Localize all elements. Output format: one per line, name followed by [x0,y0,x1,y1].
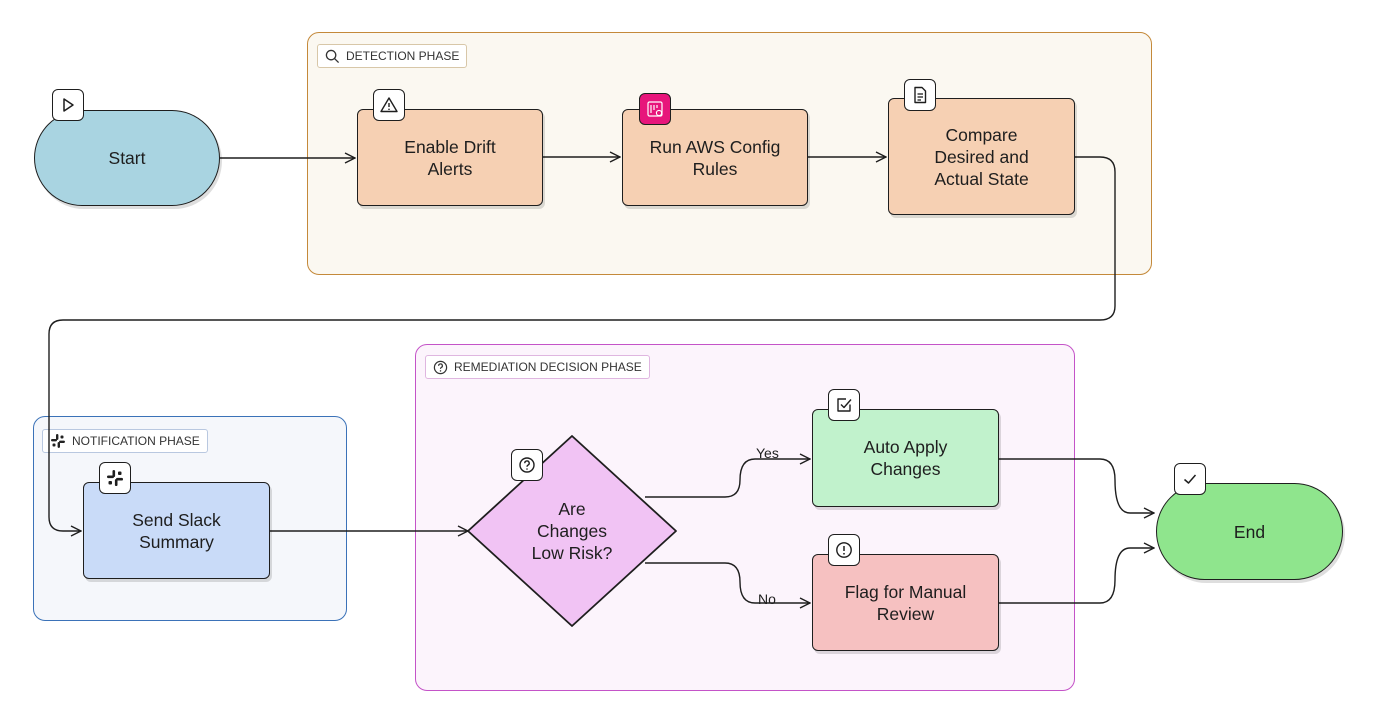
auto-apply-changes-node: Auto Apply Changes [812,409,999,507]
edge-auto-to-end [999,458,1154,513]
edge-flag-to-end [999,548,1154,604]
decision-diamond [467,435,677,627]
edge-compare-to-slack [48,156,1116,531]
warning-icon [373,89,405,121]
document-icon [904,79,936,111]
aws-config-icon [639,93,671,125]
detection-phase-title: DETECTION PHASE [346,49,460,63]
search-icon [325,49,340,63]
question-icon [433,360,448,374]
check-icon [1174,463,1206,495]
notification-phase-title: NOTIFICATION PHASE [72,434,200,448]
slack-icon [99,462,131,494]
alert-octagon-icon [828,534,860,566]
remediation-phase-title: REMEDIATION DECISION PHASE [454,360,642,374]
checkbox-icon [828,389,860,421]
slack-icon [51,434,65,448]
edge-label-no: No [758,591,776,607]
send-slack-summary-node: Send Slack Summary [83,482,270,579]
decision-node-label: Are Changes Low Risk? [531,499,613,563]
play-icon [52,89,84,121]
detection-phase-label: DETECTION PHASE [317,44,468,68]
compare-state-node: Compare Desired and Actual State [888,98,1075,215]
run-aws-config-rules-node: Run AWS Config Rules [622,109,808,206]
end-node: End [1156,483,1343,580]
question-icon [511,449,543,481]
edge-decision-no [645,562,810,603]
flag-manual-review-node: Flag for Manual Review [812,554,999,651]
remediation-phase-label: REMEDIATION DECISION PHASE [425,355,650,379]
notification-phase-label: NOTIFICATION PHASE [42,429,208,453]
enable-drift-alerts-node: Enable Drift Alerts [357,109,543,206]
edge-label-yes: Yes [756,445,779,461]
edge-decision-yes [645,459,810,498]
start-node: Start [34,110,220,206]
